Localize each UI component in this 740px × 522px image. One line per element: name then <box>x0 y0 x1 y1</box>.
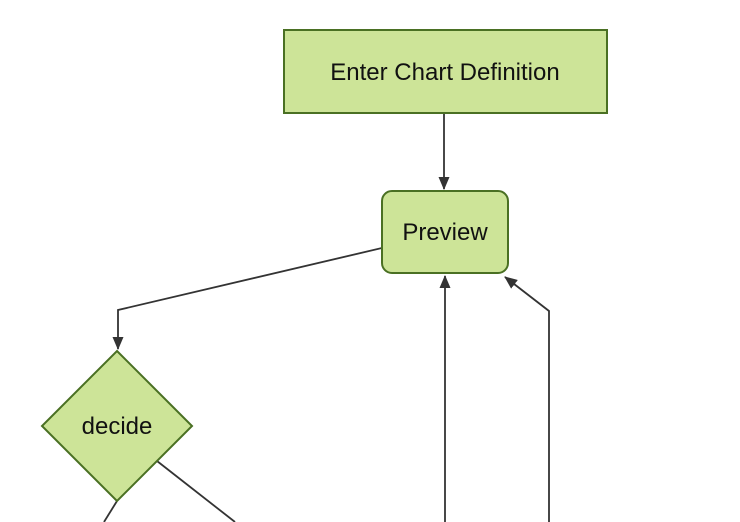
enter-chart-definition-box <box>283 29 608 114</box>
edge-layer <box>103 113 550 522</box>
node-preview: Preview <box>381 190 509 274</box>
edge-decide-to-offscreen-left <box>103 500 118 522</box>
decide-label: decide <box>82 413 153 440</box>
edge-decide-to-offscreen-right <box>156 460 236 522</box>
decide-diamond <box>40 349 194 503</box>
edge-preview-to-decide <box>112 247 383 350</box>
edge-bottom-right-to-preview <box>504 276 550 522</box>
node-enter-chart-definition: Enter Chart Definition <box>283 29 608 114</box>
preview-box <box>381 190 509 274</box>
enter-chart-definition-label: Enter Chart Definition <box>330 59 559 86</box>
preview-label: Preview <box>402 219 488 246</box>
node-decide: decide <box>40 349 194 503</box>
